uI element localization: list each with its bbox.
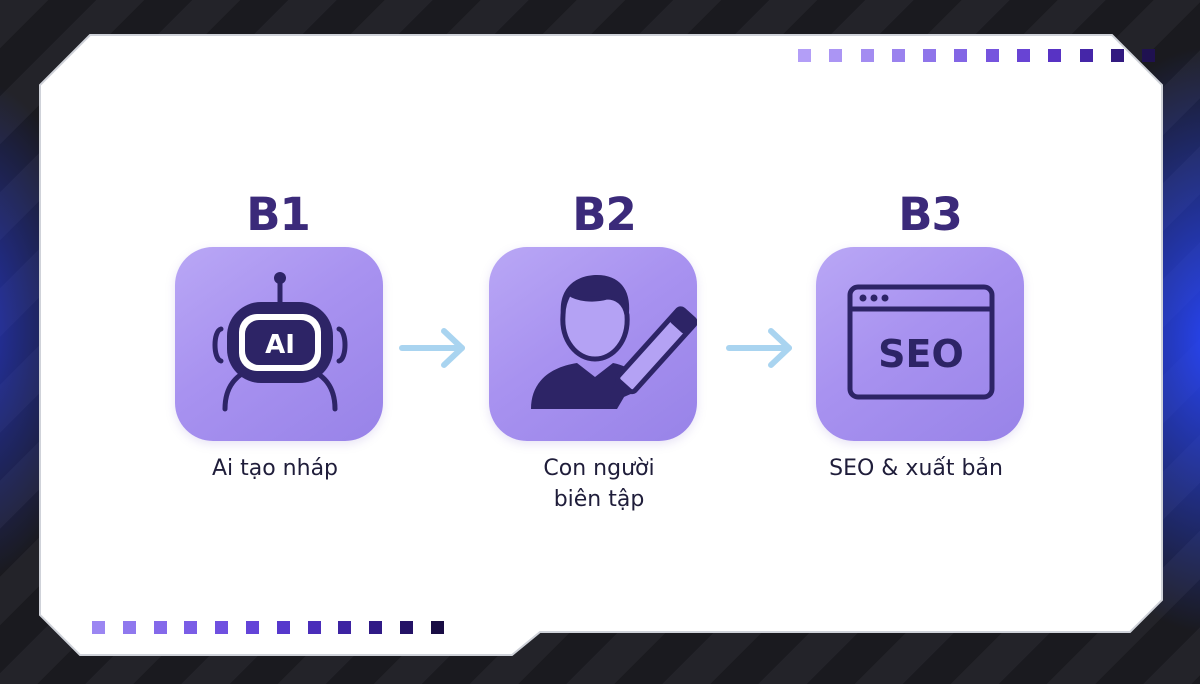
arrow-right-icon-2 [726, 328, 792, 368]
person-editing-icon [531, 275, 697, 409]
decor-square [369, 621, 383, 634]
decor-square [430, 621, 444, 634]
decor-square [798, 49, 811, 62]
step-2-caption-line-2: biên tập [553, 487, 645, 512]
window-dot-icon [859, 294, 867, 302]
decor-square [891, 49, 905, 62]
decor-square [1017, 49, 1031, 62]
step-3-caption: SEO & xuất bản [786, 453, 1046, 484]
step-1-caption-line: Ai tạo nháp [211, 456, 339, 481]
decor-square [184, 621, 198, 634]
decor-square [338, 621, 352, 634]
top-decor-squares [798, 49, 1156, 62]
step-1-caption: Ai tạo nháp [145, 453, 405, 484]
arrow-right-icon [399, 328, 465, 368]
ai-badge-text: AI [265, 330, 295, 360]
step-3-tile: SEO [816, 247, 1024, 441]
decor-square [829, 49, 843, 62]
ai-robot-icon: AI [212, 272, 348, 412]
seo-badge-text: SEO [878, 332, 964, 376]
decor-square [245, 621, 259, 634]
decor-square [307, 621, 321, 634]
decor-square [276, 621, 290, 634]
step-3-label: B3 [898, 188, 963, 241]
step-2-tile [489, 247, 697, 441]
step-2-caption-line-1: Con người [543, 456, 655, 481]
decor-square [153, 621, 167, 634]
window-dot-icon [870, 294, 878, 302]
decor-square [985, 49, 999, 62]
decor-square [1048, 49, 1062, 62]
seo-browser-icon: SEO [847, 284, 995, 400]
decor-square [1110, 49, 1124, 62]
step-2-caption: Con người biên tập [469, 453, 729, 515]
step-1-label: B1 [246, 188, 311, 241]
step-3-caption-line: SEO & xuất bản [829, 456, 1003, 481]
window-dot-icon [881, 294, 889, 302]
step-1-tile: AI [175, 247, 383, 441]
step-2-label: B2 [572, 188, 637, 241]
decor-square [215, 621, 229, 634]
decor-square [923, 49, 937, 62]
decor-square [954, 49, 968, 62]
decor-square [122, 621, 136, 634]
decor-square [399, 621, 413, 634]
bottom-decor-squares [92, 621, 444, 634]
decor-square [1142, 49, 1156, 62]
decor-square [860, 49, 874, 62]
decor-square [1079, 49, 1093, 62]
decor-square [92, 621, 105, 634]
